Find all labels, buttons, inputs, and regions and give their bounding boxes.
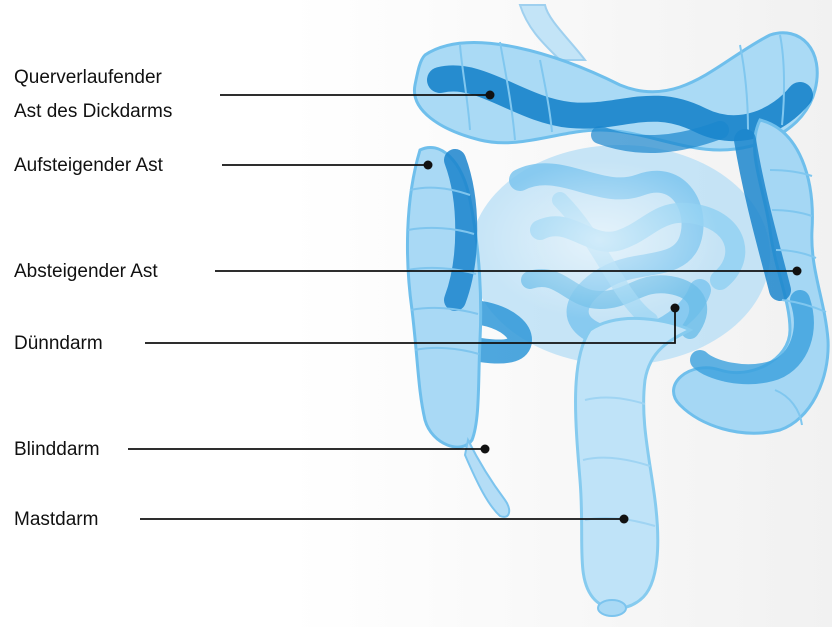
label-transverse-line2: Ast des Dickdarms <box>14 96 172 127</box>
dot-cecum <box>481 445 490 454</box>
dot-rectum <box>620 515 629 524</box>
dot-descending <box>793 267 802 276</box>
label-transverse-line1: Querverlaufender <box>14 62 162 93</box>
label-cecum: Blinddarm <box>14 434 100 465</box>
dot-ascending <box>424 161 433 170</box>
label-small-intestine: Dünndarm <box>14 328 103 359</box>
dot-transverse <box>486 91 495 100</box>
label-ascending: Aufsteigender Ast <box>14 150 163 181</box>
label-rectum: Mastdarm <box>14 504 98 535</box>
dot-small-intestine <box>671 304 680 313</box>
label-descending: Absteigender Ast <box>14 256 158 287</box>
highlight <box>480 160 720 320</box>
